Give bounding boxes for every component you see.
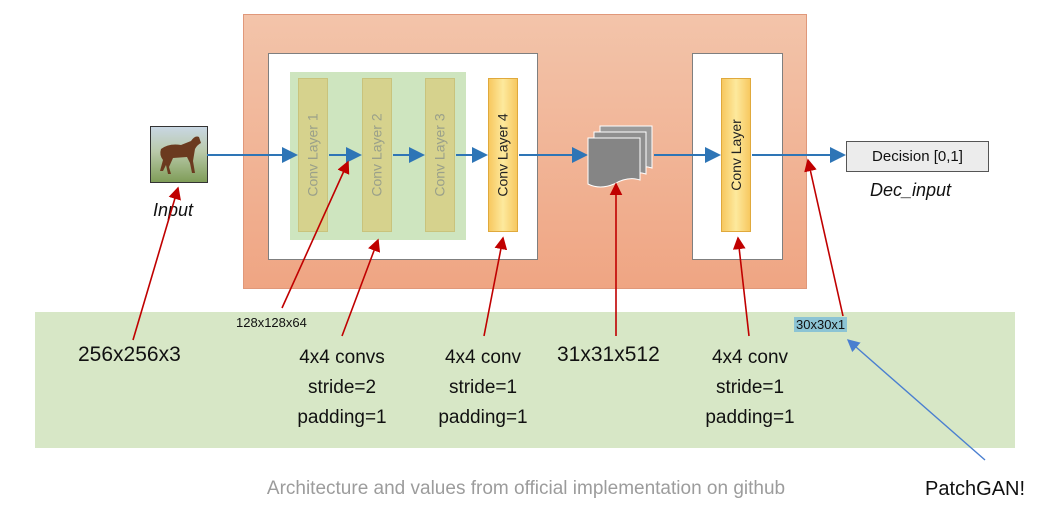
dim-output: 30x30x1 [794,316,848,334]
dim-conv1-out: 128x128x64 [236,315,307,330]
horse-image [150,126,208,183]
red-arrow-output [804,158,844,317]
red-arrow-conv2 [341,238,381,337]
spec-conv4-line-1: 4x4 conv [444,347,522,368]
red-arrow-conv1 [281,160,350,309]
input-label: Input [153,200,194,220]
spec-conv4-line-2: stride=1 [448,377,518,398]
feature-map-stack [587,125,653,188]
dim-input: 256x256x3 [78,343,181,366]
dim-feature-map: 31x31x512 [557,343,660,366]
conv-layer-1: Conv Layer 1 [298,78,328,232]
spec-convs-1-3-line-1: 4x4 convs [299,347,385,368]
spec-conv-final-line-3: padding=1 [705,407,795,428]
spec-conv4-line-3: padding=1 [438,407,528,428]
spec-conv-final: 4x4 conv stride=1 padding=1 [690,343,810,433]
spec-conv4: 4x4 conv stride=1 padding=1 [423,343,543,433]
decision-box: Decision [0,1] [846,141,989,172]
red-arrow-final [732,236,750,337]
conv-layer-4: Conv Layer 4 [488,78,518,232]
red-arrow-input [132,186,181,341]
dec-input-label: Dec_input [870,180,952,200]
blue-arrow-patchgan [846,339,986,461]
conv-layer-3: Conv Layer 3 [425,78,455,232]
caption: Architecture and values from official im… [266,478,786,499]
spec-conv-final-line-1: 4x4 conv [711,347,789,368]
spec-band [35,312,1015,448]
spec-convs-1-3: 4x4 convs stride=2 padding=1 [282,343,402,433]
red-arrow-conv4 [483,236,508,337]
dim-output-highlight: 30x30x1 [794,317,848,332]
spec-convs-1-3-line-3: padding=1 [297,407,387,428]
conv-layer-final: Conv Layer [721,78,751,232]
conv-layer-2: Conv Layer 2 [362,78,392,232]
spec-conv-final-line-2: stride=1 [715,377,785,398]
patchgan-label: PatchGAN! [925,478,1026,500]
spec-convs-1-3-line-2: stride=2 [307,377,377,398]
